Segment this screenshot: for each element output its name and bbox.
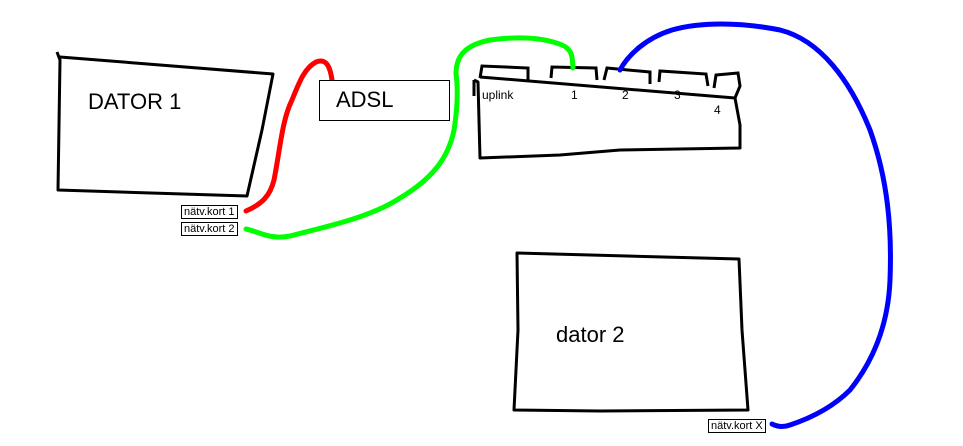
blue-cable — [617, 21, 893, 430]
computer2-label: dator 2 — [556, 322, 625, 347]
switch-port-uplink — [478, 64, 530, 80]
switch-port-3 — [657, 69, 710, 87]
port-label-1: 1 — [571, 88, 578, 102]
switch-port-4 — [712, 71, 742, 99]
switch-port-2 — [602, 66, 652, 84]
port-label-uplink: uplink — [482, 88, 514, 102]
computer2-box — [512, 251, 750, 413]
computer1-label: DATOR 1 — [88, 89, 182, 114]
nicx-label: nätv.kort X — [708, 419, 766, 433]
nic2-label: nätv.kort 2 — [181, 222, 238, 236]
port-label-4: 4 — [714, 103, 721, 117]
switch-body — [473, 75, 742, 160]
port-label-3: 3 — [674, 88, 681, 102]
adsl-modem: ADSL — [319, 80, 450, 121]
computer1-box — [55, 51, 275, 198]
port-label-2: 2 — [622, 88, 629, 102]
nic1-label: nätv.kort 1 — [181, 205, 238, 219]
red-cable — [243, 58, 335, 214]
green-cable — [243, 35, 576, 240]
adsl-label: ADSL — [336, 87, 394, 112]
